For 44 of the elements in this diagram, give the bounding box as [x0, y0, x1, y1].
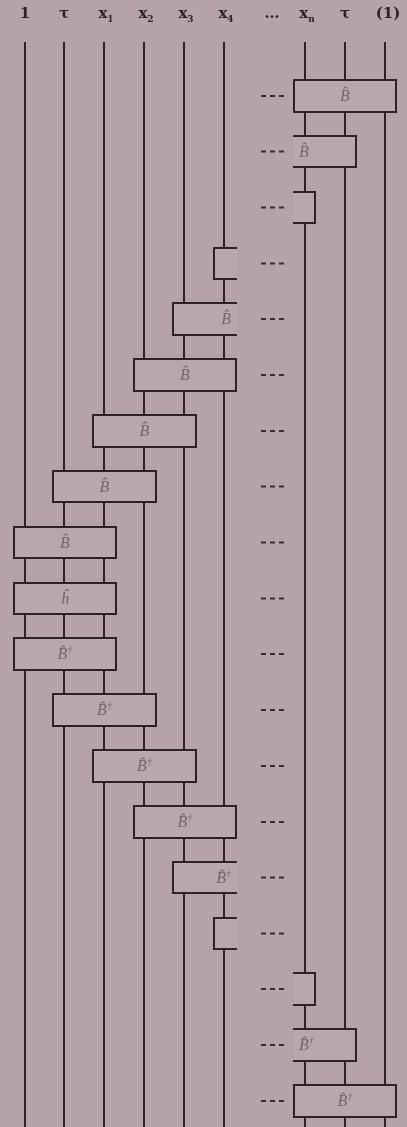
wire-label: x$_{2}$: [138, 4, 154, 24]
wire-label: …: [264, 4, 280, 22]
gate-label: B̂: [299, 142, 309, 161]
gate-bracket: [293, 972, 316, 1006]
wire-label: x$_{n}$: [299, 4, 315, 24]
wire-label: x$_{1}$: [98, 4, 114, 24]
gate-label: B̂$^{†}$: [177, 812, 193, 832]
gate-box: [172, 861, 237, 894]
gate-box: [293, 135, 357, 168]
gate-label: B̂: [99, 477, 110, 496]
wire-label: (1): [375, 4, 401, 22]
gate-box: [293, 79, 397, 113]
gate-box: [133, 805, 237, 839]
gate-box: [172, 302, 237, 336]
wire-label: x$_{4}$: [218, 4, 234, 24]
wire-label: 1: [19, 4, 31, 22]
gate-label: B̂: [340, 87, 350, 105]
gate-box: [293, 1028, 357, 1062]
gate-label: B̂$^{†}$: [299, 1035, 314, 1055]
gate-label: B̂$^{†}$: [137, 756, 152, 776]
gate-box: [92, 749, 197, 783]
gate-label: B̂: [221, 310, 231, 328]
wire-label: τ: [58, 4, 70, 22]
gate-label: B̂: [180, 366, 190, 384]
gate-box: [133, 358, 237, 392]
gate-label: ĥ: [61, 589, 69, 608]
gate-box: [13, 526, 117, 559]
gate-label: B̂$^{†}$: [337, 1091, 353, 1111]
gate-label: B̂$^{†}$: [57, 644, 73, 664]
gate-box: [13, 637, 117, 671]
gate-box: [52, 693, 157, 727]
gate-box: [13, 582, 117, 615]
gate-label: B̂: [60, 533, 70, 552]
wire-label: τ: [339, 4, 351, 22]
gate-bracket: [293, 191, 316, 224]
gate-bracket: [213, 247, 237, 280]
wire-label: x$_{3}$: [178, 4, 194, 24]
gate-bracket: [213, 917, 237, 950]
gate-box: [52, 470, 157, 503]
gate-box: [293, 1084, 397, 1118]
gate-box: [92, 414, 197, 448]
gate-label: B̂$^{†}$: [216, 867, 231, 888]
gate-label: B̂$^{†}$: [97, 700, 112, 720]
gate-label: B̂: [139, 422, 150, 440]
